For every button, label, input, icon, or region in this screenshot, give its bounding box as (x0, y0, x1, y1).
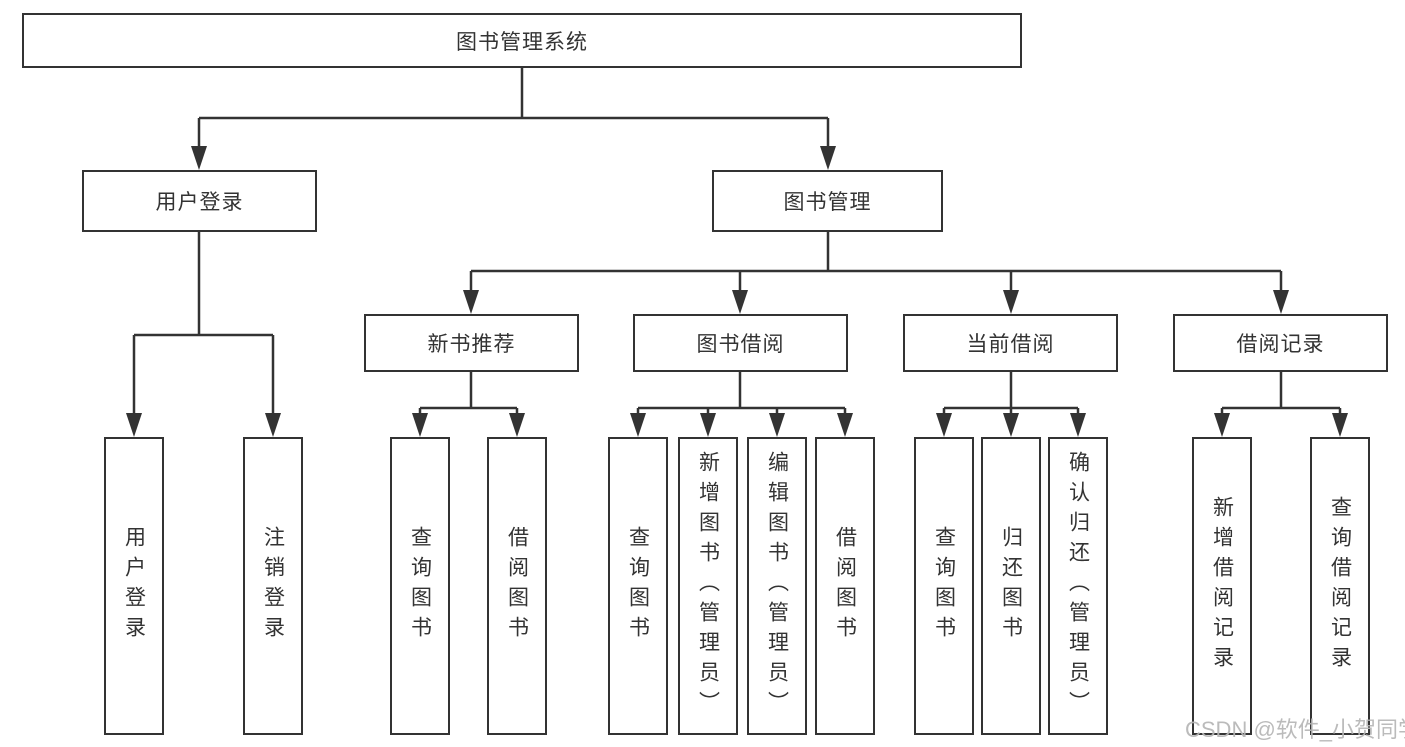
node-label: 借阅图书 (833, 526, 857, 646)
node-label: 新增图书（管理员） (696, 451, 720, 721)
connector-book-management-children (469, 232, 1283, 292)
node-label: 当前借阅 (966, 333, 1055, 356)
arrow-icon (837, 413, 853, 437)
node-user-login: 用户登录 (82, 170, 317, 232)
leaf-confirm-return-admin: 确认归还（管理员） (1048, 437, 1108, 735)
node-label: 查询图书 (408, 526, 432, 646)
node-label: 查询借阅记录 (1328, 496, 1352, 676)
node-label: 图书借阅 (696, 333, 785, 356)
connector-current-borrow-children (942, 372, 1080, 418)
arrow-icon (1003, 413, 1019, 437)
leaf-borrow-books-recommend: 借阅图书 (487, 437, 547, 735)
node-root: 图书管理系统 (22, 13, 1022, 68)
node-borrow-records: 借阅记录 (1173, 314, 1388, 372)
node-label: 查询图书 (626, 526, 650, 646)
node-label: 查询图书 (932, 526, 956, 646)
connector-borrow-records-children (1220, 372, 1342, 418)
node-label: 图书管理 (783, 191, 872, 214)
node-label: 归还图书 (999, 526, 1023, 646)
leaf-return-books: 归还图书 (981, 437, 1041, 735)
arrow-icon (412, 413, 428, 437)
connector-root-to-level2 (197, 68, 830, 148)
node-label: 新增借阅记录 (1210, 496, 1234, 676)
node-label: 注销登录 (261, 526, 285, 646)
node-new-book-recommend: 新书推荐 (364, 314, 579, 372)
node-current-borrow: 当前借阅 (903, 314, 1118, 372)
node-label: 编辑图书（管理员） (765, 451, 789, 721)
node-label: 新书推荐 (427, 333, 516, 356)
node-label: 用户登录 (122, 526, 146, 646)
watermark: CSDN @软件_小贺同学 (1185, 717, 1405, 742)
connector-new-books-children (418, 372, 519, 418)
arrow-icon (769, 413, 785, 437)
connector-book-borrow-children (636, 372, 847, 418)
arrow-icon (509, 413, 525, 437)
node-label: 借阅记录 (1236, 333, 1325, 356)
arrow-icon (1332, 413, 1348, 437)
connector-user-login-children (132, 232, 275, 417)
leaf-add-borrow-record: 新增借阅记录 (1192, 437, 1252, 735)
leaf-borrow-books: 借阅图书 (815, 437, 875, 735)
leaf-logout: 注销登录 (243, 437, 303, 735)
leaf-query-borrow-record: 查询借阅记录 (1310, 437, 1370, 735)
arrow-icon (1214, 413, 1230, 437)
arrow-icon (1273, 290, 1289, 314)
arrow-icon (630, 413, 646, 437)
arrowheads (126, 146, 1348, 437)
arrow-icon (126, 413, 142, 437)
arrow-icon (1003, 290, 1019, 314)
arrow-icon (265, 413, 281, 437)
arrow-icon (820, 146, 836, 170)
leaf-add-book-admin: 新增图书（管理员） (678, 437, 738, 735)
node-book-management: 图书管理 (712, 170, 943, 232)
arrow-icon (700, 413, 716, 437)
node-book-borrow: 图书借阅 (633, 314, 848, 372)
node-label: 借阅图书 (505, 526, 529, 646)
node-label: 确认归还（管理员） (1066, 451, 1090, 721)
arrow-icon (1070, 413, 1086, 437)
arrow-icon (463, 290, 479, 314)
arrow-icon (191, 146, 207, 170)
leaf-user-login: 用户登录 (104, 437, 164, 735)
leaf-query-books-borrow: 查询图书 (608, 437, 668, 735)
leaf-edit-book-admin: 编辑图书（管理员） (747, 437, 807, 735)
arrow-icon (732, 290, 748, 314)
leaf-query-books-recommend: 查询图书 (390, 437, 450, 735)
node-label: 图书管理系统 (456, 30, 588, 54)
arrow-icon (936, 413, 952, 437)
leaf-query-books-current: 查询图书 (914, 437, 974, 735)
node-label: 用户登录 (155, 191, 244, 214)
